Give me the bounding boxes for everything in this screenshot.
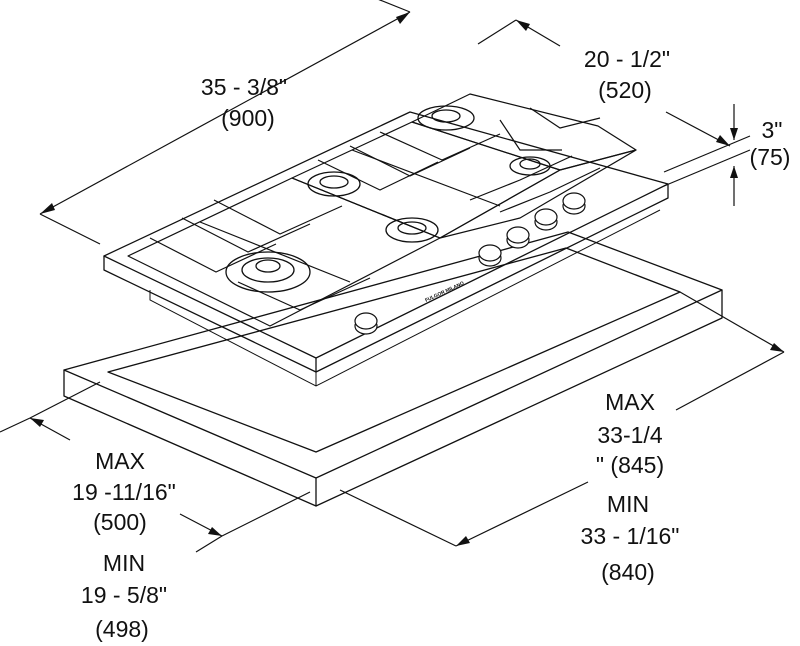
cutout-width-min-label: MIN	[606, 491, 650, 517]
cutout-depth-max-label: MAX	[95, 448, 145, 474]
depth-imperial-label: 20 - 1/2"	[583, 46, 671, 72]
cutout-depth-min-imperial: 19 - 5/8"	[80, 582, 168, 608]
cutout-width-max-imperial-a: 33-1/4	[597, 422, 663, 448]
cutout-depth-min-label: MIN	[102, 550, 146, 576]
knob	[478, 244, 502, 267]
cutout-width-min-imperial: 33 - 1/16"	[580, 523, 680, 549]
cutout-width-max-label: MAX	[605, 389, 655, 415]
dimension-lines	[0, 0, 785, 553]
height-metric-label: (75)	[749, 144, 791, 170]
knob	[534, 208, 558, 231]
cutout-depth-max-metric: (500)	[93, 509, 147, 535]
knob	[354, 312, 378, 335]
cutout-depth-min-metric: (498)	[95, 616, 149, 642]
cutout-width-min-metric: (840)	[601, 559, 655, 585]
cutout-width-max-imperial-b: " (845)	[595, 452, 665, 478]
cooktop: FULGOR MILANO	[103, 93, 669, 387]
width-imperial-label: 35 - 3/8"	[200, 74, 288, 100]
burners	[225, 105, 551, 293]
height-imperial-label: 3"	[761, 117, 783, 143]
width-metric-label: (900)	[221, 105, 275, 131]
knob	[562, 192, 586, 215]
brand-logo: FULGOR MILANO	[424, 280, 465, 303]
knob	[506, 226, 530, 249]
cutout-depth-max-imperial: 19 -11/16"	[72, 479, 176, 505]
control-knobs	[354, 192, 586, 335]
depth-metric-label: (520)	[598, 77, 652, 103]
grates	[127, 93, 637, 327]
